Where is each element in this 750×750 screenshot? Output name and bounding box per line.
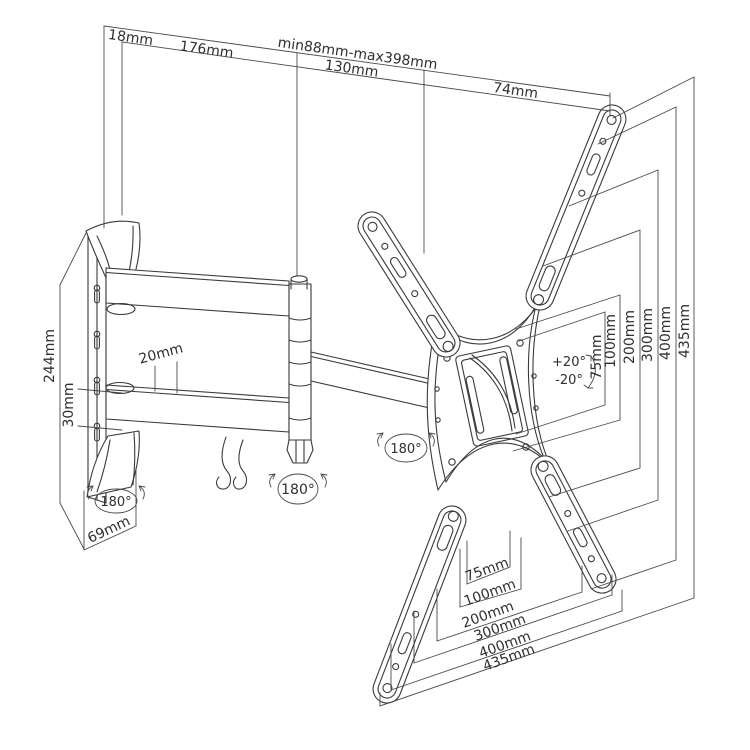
dim-wall-plate-thickness: 18mm: [107, 27, 154, 49]
vesa-strip-top-left: [357, 211, 461, 358]
dim-plate-offset: 74mm: [492, 80, 539, 102]
vesa-strip-bottom-right: [530, 455, 617, 594]
angle-tilt-down: -20°: [555, 373, 583, 388]
elbow-hex-nut: [286, 439, 314, 464]
swivel-indicator-elbow: [268, 473, 328, 505]
dim-vesa-v-435: 435mm: [677, 304, 693, 358]
upper-arm: [105, 267, 290, 317]
wall-plate: [85, 220, 141, 504]
dim-vesa-v-300: 300mm: [640, 308, 656, 362]
dim-upper-arm-length: 176mm: [179, 38, 235, 61]
dim-arm-bar-thickness: 20mm: [137, 340, 185, 367]
tilt-indicator-arc: [583, 354, 596, 389]
dim-wall-plate-depth: 69mm: [85, 513, 133, 547]
swivel-indicator-screen: [376, 432, 436, 463]
vesa-strip-bottom-left: [372, 505, 467, 704]
dim-vesa-v-400: 400mm: [658, 306, 674, 360]
angle-swivel-elbow: 180°: [281, 482, 315, 498]
cable-hooks: [215, 436, 248, 490]
wall-mount-bracket: [85, 104, 627, 704]
lower-arm: [105, 381, 290, 433]
wall-plate-bottom-fin: [86, 430, 140, 498]
dimension-annotations: [59, 25, 695, 707]
swivel-indicator-wall: [86, 485, 146, 514]
dim-forearm-length: 130mm: [324, 57, 380, 80]
dim-arm-bar-height: 30mm: [61, 382, 77, 427]
dim-wall-plate-height: 244mm: [42, 329, 58, 383]
dim-vesa-v-100: 100mm: [603, 314, 619, 368]
forearm: [310, 351, 435, 410]
dim-vesa-v-200: 200mm: [622, 310, 638, 364]
angle-swivel-screen: 180°: [390, 442, 421, 457]
angle-swivel-wall: 180°: [100, 495, 131, 510]
vesa-strip-top-right: [525, 104, 627, 311]
angle-tilt-up: +20°: [552, 355, 586, 370]
dim-vesa-v-75: 75mm: [589, 334, 605, 379]
elbow-joint: [286, 275, 314, 464]
